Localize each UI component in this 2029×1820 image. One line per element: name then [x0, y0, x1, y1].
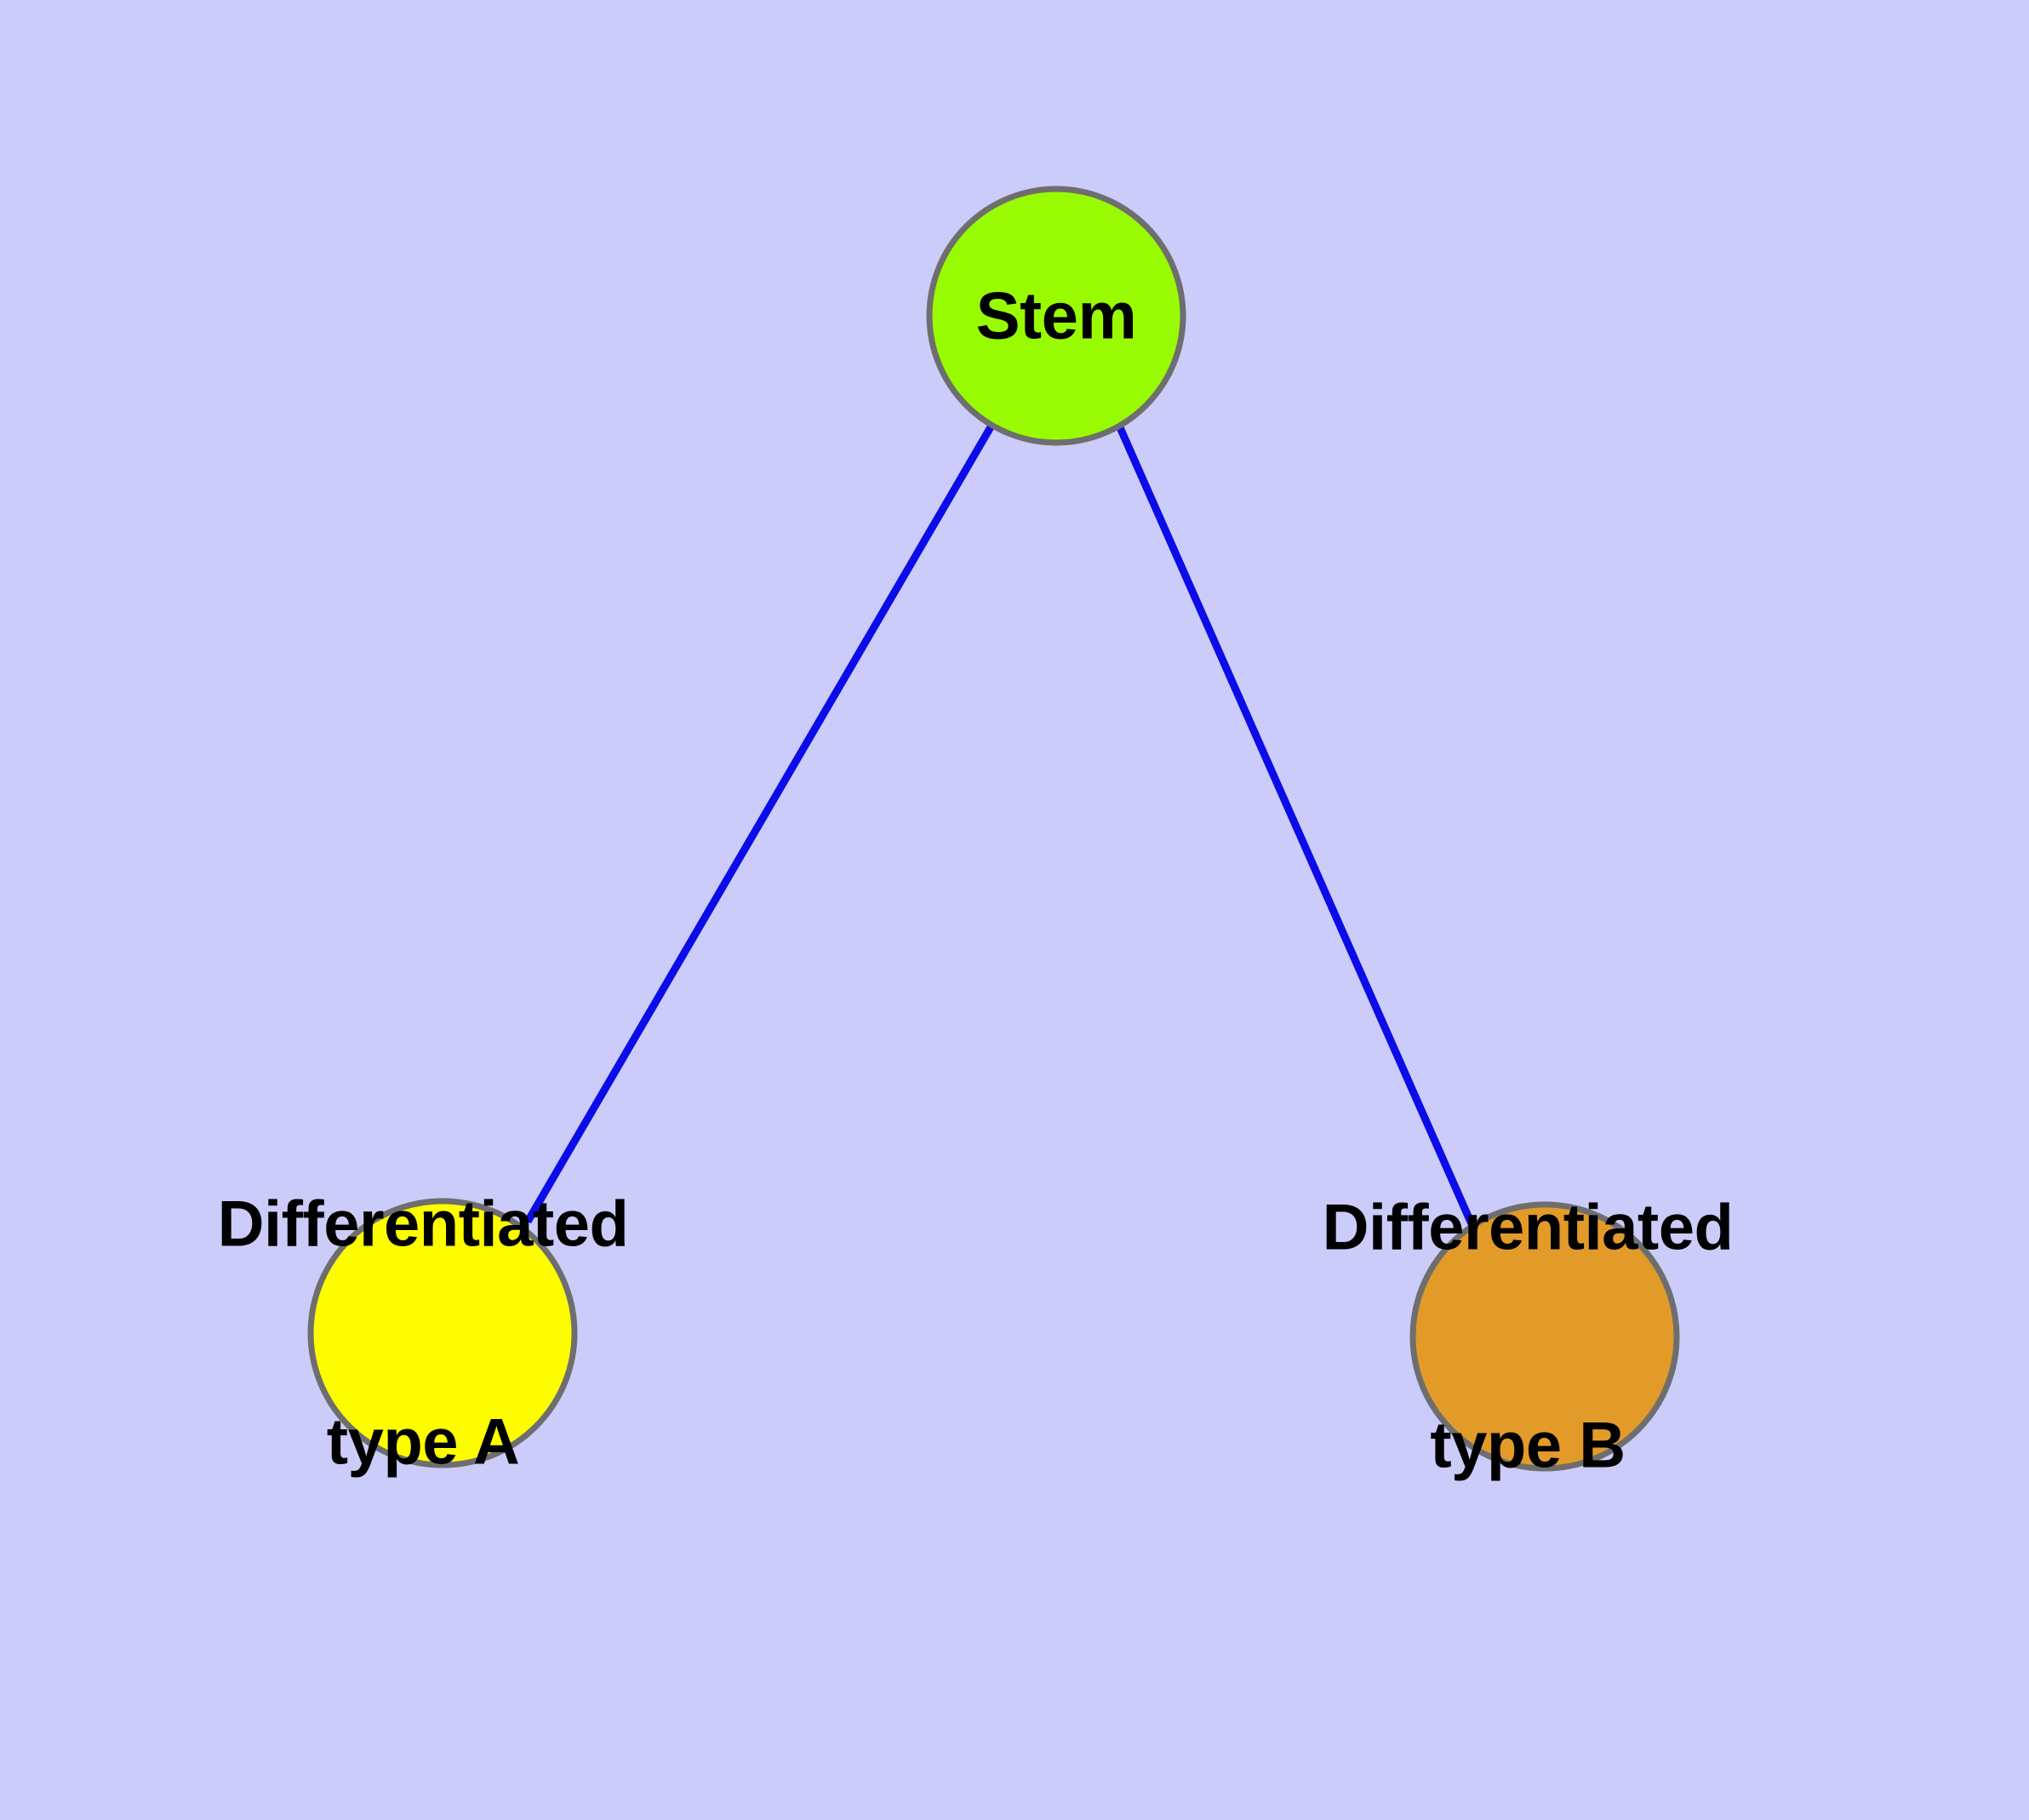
edge-layer	[524, 423, 1477, 1228]
node-stem[interactable]	[926, 186, 1186, 446]
edge-stem-to-differentiated-type-b[interactable]	[1115, 424, 1477, 1228]
node-differentiated-type-b[interactable]	[1409, 1201, 1680, 1472]
edge-stem-to-differentiated-type-a[interactable]	[524, 423, 995, 1224]
node-differentiated-type-a[interactable]	[307, 1198, 578, 1468]
node-layer	[307, 186, 1680, 1472]
